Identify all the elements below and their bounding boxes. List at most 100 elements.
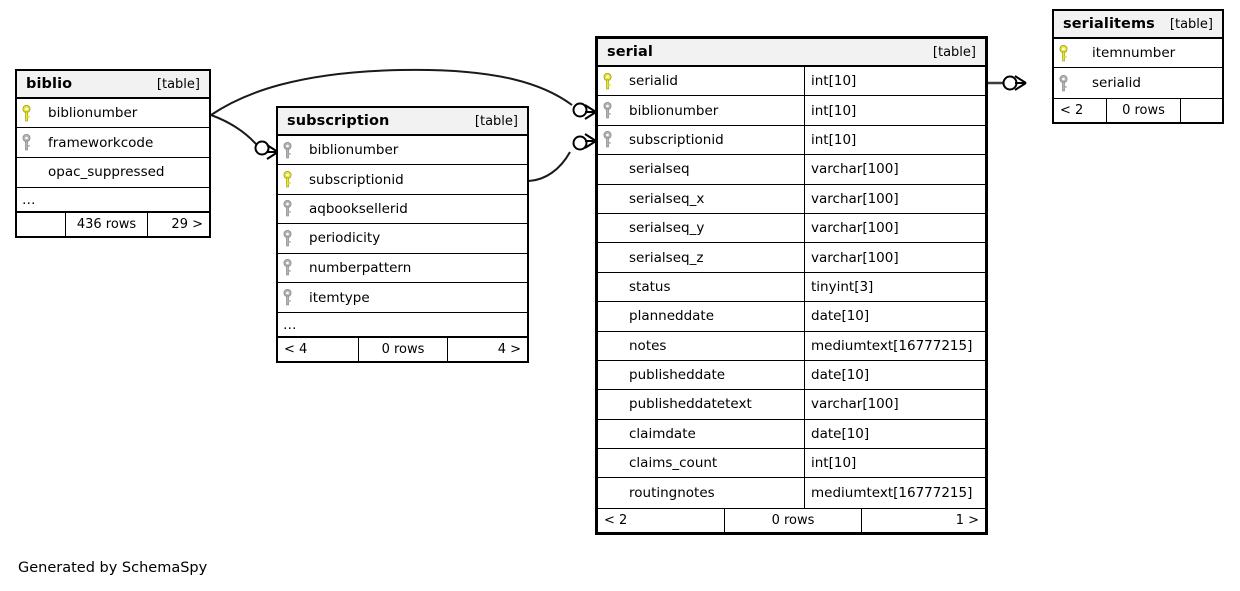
next-page-link[interactable]: 29 > <box>147 213 209 237</box>
table-row[interactable]: serialseq_z varchar[100] <box>598 243 985 273</box>
column-name: serialseq <box>629 161 690 178</box>
key-icon-none <box>17 158 36 187</box>
key-icon-foreign <box>278 254 297 282</box>
key-icon-none <box>598 214 617 242</box>
entity-serial-header: serial [table] <box>598 39 985 67</box>
column-type: date[10] <box>804 302 985 331</box>
entity-biblio[interactable]: biblio [table] biblionumber <box>15 69 211 239</box>
key-icon-foreign <box>17 128 36 156</box>
key-icon-foreign <box>278 224 297 252</box>
entity-serialitems[interactable]: serialitems [table] itemnumber <box>1052 9 1224 124</box>
table-row[interactable]: claims_count int[10] <box>598 449 985 479</box>
column-name: serialid <box>629 73 678 90</box>
column-name: status <box>629 278 671 295</box>
prev-page-link[interactable]: < 2 <box>604 512 628 528</box>
column-type: varchar[100] <box>804 213 985 243</box>
table-row[interactable]: serialseq varchar[100] <box>598 155 985 185</box>
column-name: periodicity <box>309 230 381 247</box>
entity-subscription-footer: < 4 0 rows 4 > <box>278 337 527 362</box>
entity-subscription-name: subscription <box>287 113 390 129</box>
table-row[interactable]: status tinyint[3] <box>598 272 985 303</box>
key-icon-none <box>598 478 617 507</box>
prev-page-link[interactable]: < 2 <box>1060 102 1084 118</box>
edge-subscription-to-serial <box>528 151 571 182</box>
column-name: aqbooksellerid <box>309 200 408 217</box>
key-icon-primary <box>278 165 297 193</box>
table-row[interactable]: claimdate date[10] <box>598 419 985 450</box>
table-row[interactable]: frameworkcode <box>17 128 209 158</box>
column-name: numberpattern <box>309 259 412 276</box>
column-type: int[10] <box>804 449 985 478</box>
key-icon-primary <box>1054 39 1073 67</box>
edge-biblio-to-subscription <box>210 114 257 145</box>
entity-biblio-header: biblio [table] <box>17 71 209 99</box>
entity-serial[interactable]: serial [table] serialid int[10] <box>595 36 988 535</box>
entity-serialitems-columns: itemnumber serialid <box>1054 39 1222 98</box>
key-icon-none <box>598 302 617 330</box>
next-page-link[interactable]: 1 > <box>861 508 985 532</box>
column-name: publisheddate <box>629 367 726 384</box>
entity-serialitems-tag: [table] <box>1169 16 1213 32</box>
entity-subscription-columns: biblionumber subscriptionid <box>278 136 527 312</box>
entity-serialitems-footer: < 2 0 rows <box>1054 97 1222 122</box>
column-name: biblionumber <box>309 142 399 159</box>
column-name: notes <box>629 337 667 354</box>
column-name: serialseq_z <box>629 249 704 266</box>
table-row[interactable]: aqbooksellerid <box>278 195 527 225</box>
table-row[interactable]: itemnumber <box>1054 39 1222 69</box>
column-type: int[10] <box>804 67 985 96</box>
column-type: varchar[100] <box>804 243 985 272</box>
column-name: planneddate <box>629 308 715 325</box>
prev-page-link[interactable] <box>17 213 65 236</box>
prev-page-link[interactable]: < 4 <box>284 342 308 358</box>
table-row[interactable]: serialid int[10] <box>598 67 985 97</box>
table-row[interactable]: opac_suppressed <box>17 158 209 187</box>
table-row[interactable]: itemtype <box>278 283 527 312</box>
table-row[interactable]: subscriptionid int[10] <box>598 125 985 156</box>
entity-serialitems-name: serialitems <box>1063 16 1155 32</box>
entity-subscription-header: subscription [table] <box>278 108 527 136</box>
column-name: serialseq_x <box>629 190 705 207</box>
entity-subscription-more-columns[interactable]: … <box>278 312 527 338</box>
key-icon-none <box>598 332 617 360</box>
key-icon-foreign <box>278 283 297 312</box>
key-icon-foreign <box>1054 68 1073 97</box>
table-row[interactable]: serialseq_x varchar[100] <box>598 184 985 214</box>
column-name: itemtype <box>309 289 370 306</box>
table-row[interactable]: serialid <box>1054 68 1222 97</box>
table-row[interactable]: routingnotes mediumtext[16777215] <box>598 478 985 508</box>
column-type: tinyint[3] <box>804 272 985 302</box>
next-page-link[interactable]: 4 > <box>447 338 527 362</box>
column-name: biblionumber <box>629 102 719 119</box>
table-row[interactable]: biblionumber int[10] <box>598 96 985 126</box>
entity-serial-name: serial <box>607 44 653 60</box>
row-count: 0 rows <box>1106 98 1180 122</box>
table-row[interactable]: notes mediumtext[16777215] <box>598 331 985 361</box>
column-type: int[10] <box>804 96 985 125</box>
column-name: frameworkcode <box>48 134 154 151</box>
table-row[interactable]: biblionumber <box>17 99 209 129</box>
entity-serial-tag: [table] <box>932 44 976 60</box>
column-name: serialid <box>1092 75 1141 92</box>
table-row[interactable]: biblionumber <box>278 136 527 166</box>
table-row[interactable]: planneddate date[10] <box>598 302 985 332</box>
table-row[interactable]: periodicity <box>278 224 527 254</box>
table-row[interactable]: subscriptionid <box>278 165 527 195</box>
table-row[interactable]: publisheddate date[10] <box>598 360 985 391</box>
column-type: date[10] <box>804 360 985 390</box>
entity-biblio-columns: biblionumber frameworkcode opac_suppress… <box>17 99 209 187</box>
table-row[interactable]: publisheddatetext varchar[100] <box>598 390 985 420</box>
key-icon-primary <box>17 99 36 127</box>
entity-biblio-more-columns[interactable]: … <box>17 187 209 213</box>
key-icon-none <box>598 155 617 183</box>
entity-subscription[interactable]: subscription [table] biblionumber <box>276 106 529 364</box>
key-icon-foreign <box>598 126 617 154</box>
entity-biblio-tag: [table] <box>156 76 200 92</box>
table-row[interactable]: serialseq_y varchar[100] <box>598 213 985 244</box>
column-name: claimdate <box>629 425 696 442</box>
next-page-link[interactable] <box>1180 98 1222 122</box>
column-name: claims_count <box>629 455 718 472</box>
key-icon-none <box>598 420 617 448</box>
table-row[interactable]: numberpattern <box>278 254 527 283</box>
